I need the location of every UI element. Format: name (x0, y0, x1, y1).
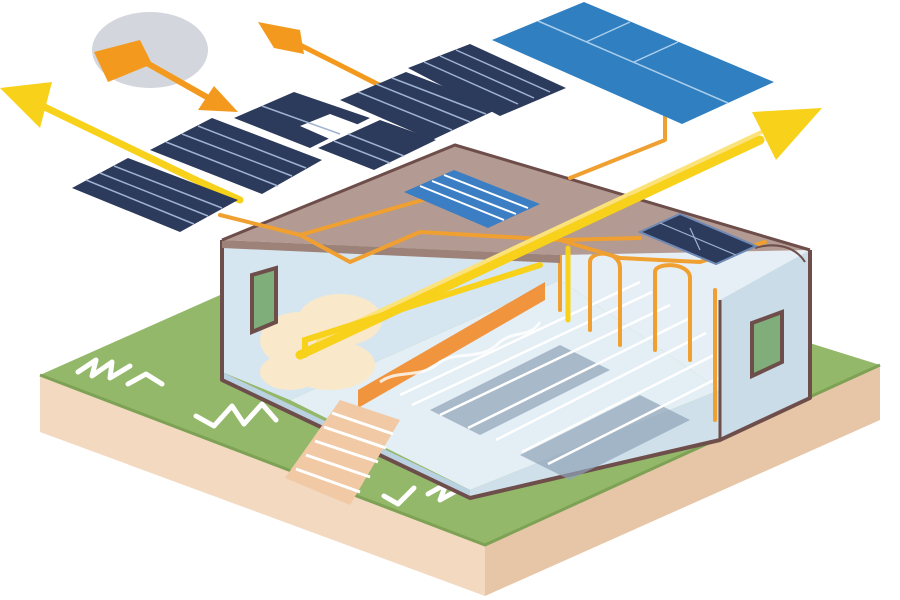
floor-glass-panels (399, 280, 719, 480)
solar-panel-icon (72, 158, 238, 232)
solar-panel-icon (404, 170, 540, 228)
house (220, 240, 812, 500)
solar-panel-icon (492, 2, 774, 124)
steps-icon (285, 400, 400, 505)
solar-panel-icon (234, 92, 370, 148)
ground-front-face (40, 375, 485, 596)
wind-swirl-icon (381, 481, 461, 507)
heat-arrow-icon (258, 22, 388, 91)
heating-pipes (558, 251, 717, 422)
solar-panel-icon (150, 118, 322, 194)
solar-panel-icon (408, 44, 566, 116)
solar-panel-icon (637, 212, 759, 266)
solar-panel-icon (340, 72, 500, 140)
sun-ray-arrow-icon (0, 82, 244, 204)
heater-band (358, 282, 545, 408)
wind-swirl-icon (193, 401, 279, 429)
window-icon (750, 309, 784, 380)
solar-panel-icon (318, 120, 436, 170)
ground-side-face (485, 365, 880, 596)
window-icon (250, 265, 278, 335)
heat-arrow-icon (92, 12, 238, 112)
wind-swirl-icon (75, 357, 165, 387)
sun-ray-arrow-icon (295, 108, 822, 360)
